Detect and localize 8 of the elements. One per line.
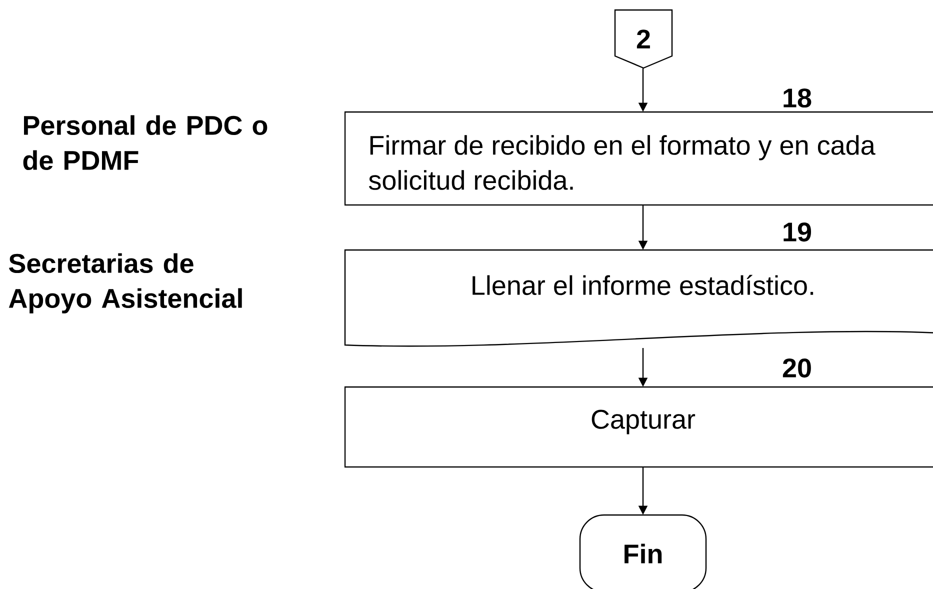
step-number: 19 [784, 222, 812, 242]
process-box: Firmar de recibido en el formato y en cada solicitud recibida. [344, 111, 933, 206]
role-label: Secretarias de Apoyo Asistencial [8, 253, 242, 314]
step-number: 18 [784, 88, 812, 108]
process-box: Capturar [344, 386, 933, 468]
off-page-connector: 2 [614, 9, 673, 69]
step-number: 20 [782, 358, 811, 378]
role-label: Personal de PDC o de PDMF [23, 115, 268, 170]
